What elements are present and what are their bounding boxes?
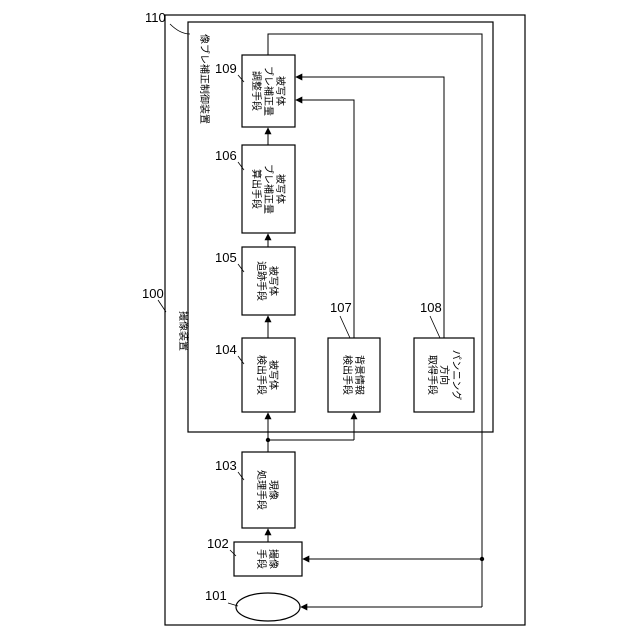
block-103-line-1: 現像	[267, 480, 279, 500]
ref-107: 107	[330, 300, 352, 315]
ref-102: 102	[207, 536, 229, 551]
block-109-line-2: ブレ補正量	[262, 66, 275, 116]
block-106-line-1: 被写体	[274, 174, 287, 204]
imaging-device-label: 撮像装置	[177, 311, 190, 351]
block-104-text: 被写体 検出手段	[255, 355, 280, 395]
block-105-text: 被写体 追跡手段	[255, 261, 280, 301]
leader-108	[430, 316, 440, 338]
imaging-device-frame	[165, 15, 525, 625]
block-105-line-1: 被写体	[267, 266, 280, 296]
ref-110: 110	[145, 10, 166, 25]
block-105-line-2: 追跡手段	[255, 261, 268, 301]
block-106-line-3: 算出手段	[250, 169, 263, 209]
ref-108: 108	[420, 300, 442, 315]
ref-106: 106	[215, 148, 237, 163]
block-103-line-2: 処理手段	[255, 470, 268, 510]
block-108-line-3: 取得手段	[426, 355, 439, 395]
block-107-line-1: 背景情報	[353, 355, 366, 395]
block-107-text: 背景情報 検出手段	[341, 355, 366, 395]
line-109-output	[268, 34, 482, 607]
leader-107	[340, 316, 350, 338]
ref-101: 101	[205, 588, 227, 603]
block-102-line-1: 撮像	[267, 549, 280, 569]
block-101-lens	[236, 593, 300, 621]
block-109-line-3: 調整手段	[250, 71, 263, 111]
block-108-line-1: パンニング	[450, 350, 463, 401]
block-109-line-1: 被写体	[274, 76, 287, 106]
ref-100: 100	[142, 286, 164, 301]
ref-109: 109	[215, 61, 237, 76]
block-104-line-1: 被写体	[267, 360, 280, 390]
block-102-text: 撮像 手段	[255, 549, 280, 569]
block-108-line-2: 方向	[438, 365, 451, 385]
ref-105: 105	[215, 250, 237, 265]
block-106-line-2: ブレ補正量	[262, 164, 275, 214]
ref-104: 104	[215, 342, 237, 357]
block-104-line-2: 検出手段	[255, 355, 268, 395]
leader-110	[170, 24, 190, 34]
ref-103: 103	[215, 458, 237, 473]
arrow-108-to-109	[296, 77, 444, 338]
block-107-line-2: 検出手段	[341, 355, 354, 395]
block-102-line-2: 手段	[255, 549, 268, 569]
controller-label: 像ブレ補正制御装置	[198, 34, 211, 124]
